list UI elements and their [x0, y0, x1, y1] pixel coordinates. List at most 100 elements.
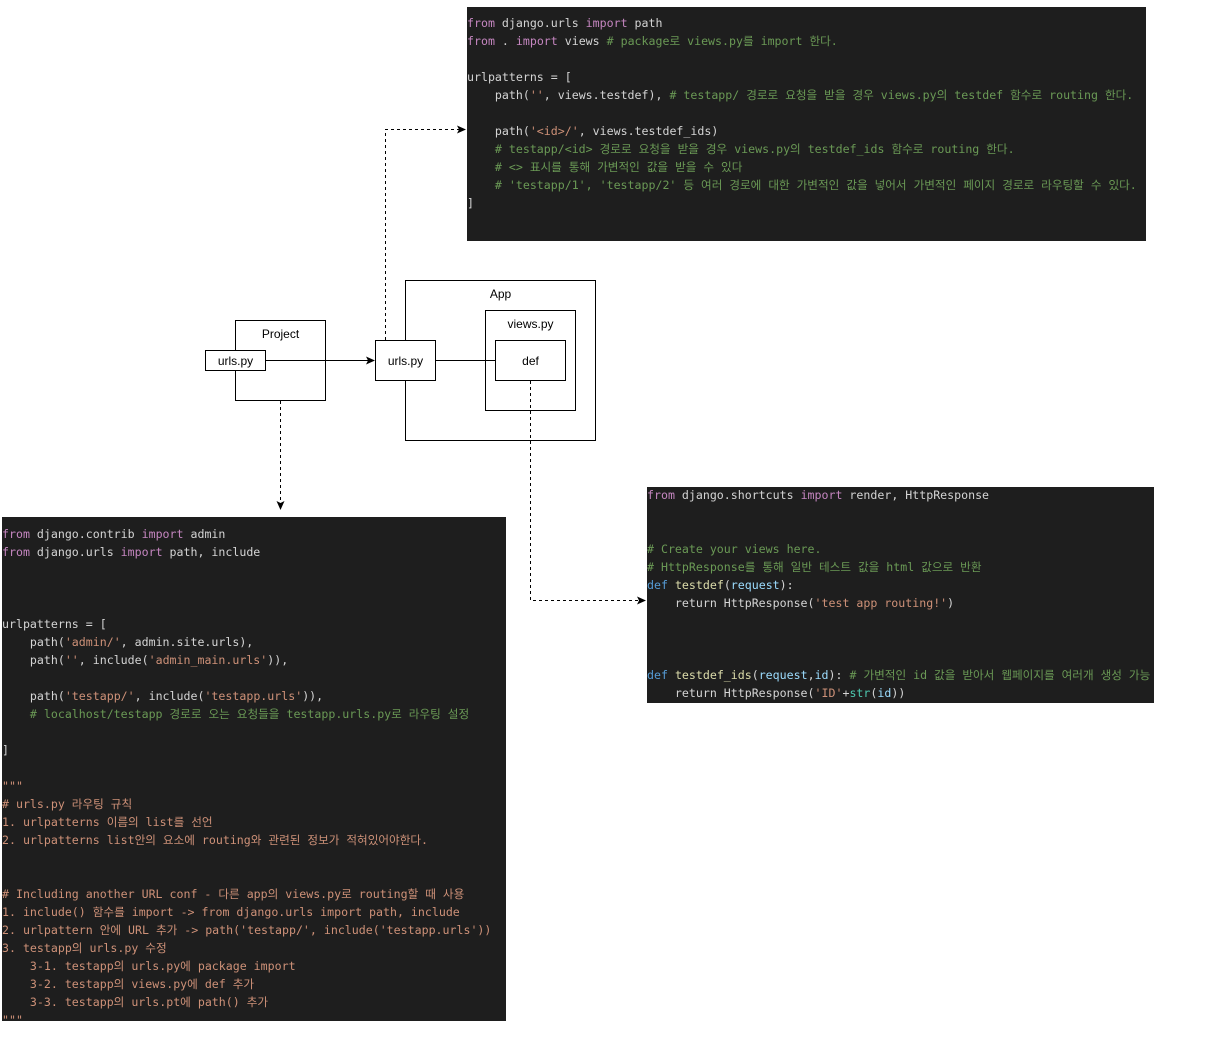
code-line: from django.urls import path, include: [2, 543, 260, 561]
views-label: views.py: [507, 317, 554, 331]
code-line: ]: [467, 194, 474, 212]
code-token: 3-2. testapp의 views.py에 def 추가: [2, 977, 255, 991]
code-line: # Including another URL conf - 다른 app의 v…: [2, 885, 464, 903]
code-token: django.contrib: [29, 527, 142, 541]
code-token: from: [647, 488, 675, 502]
app-urls-box: urls.py: [375, 340, 436, 381]
code-token: , views.testdef),: [543, 88, 670, 102]
code-line: urlpatterns = [: [2, 615, 107, 633]
code-line: 1. urlpatterns 이름의 list를 선언: [2, 813, 213, 831]
code-line: # HttpResponse를 통해 일반 테스트 값을 html 값으로 반환: [647, 558, 982, 576]
code-token: from: [2, 527, 30, 541]
code-token: import: [120, 545, 163, 559]
code-line: """: [2, 777, 23, 795]
code-line: from django.shortcuts import render, Htt…: [647, 487, 989, 504]
code-token: )),: [302, 689, 324, 703]
code-line: return HttpResponse('ID'+str(id)): [647, 684, 905, 702]
code-token: path(: [2, 689, 65, 703]
code-token: import: [141, 527, 184, 541]
code-token: import: [800, 488, 843, 502]
code-token: # 가변적인 id 값을 받아서 웹페이지를 여러개 생성 가능: [849, 668, 1151, 682]
project-urls-box: urls.py: [205, 350, 266, 371]
code-token: ,: [807, 668, 815, 682]
code-token: ):: [828, 668, 850, 682]
code-token: admin: [183, 527, 226, 541]
project-label: Project: [261, 327, 300, 341]
code-token: path(: [467, 88, 530, 102]
code-line: 2. urlpattern 안에 URL 추가 -> path('testapp…: [2, 921, 491, 939]
code-line: from django.contrib import admin: [2, 525, 225, 543]
code-token: 3. testapp의 urls.py 수정: [2, 941, 167, 955]
code-line: # urls.py 라우팅 규칙: [2, 795, 132, 813]
def-label: def: [522, 354, 539, 368]
code-line: """: [2, 1011, 23, 1021]
code-token: """: [2, 1013, 23, 1021]
code-token: ]: [2, 743, 9, 757]
code-line: path('testapp/', include('testapp.urls')…: [2, 687, 323, 705]
code-token: id: [877, 686, 892, 700]
code-token: from: [467, 16, 495, 30]
code-line: from django.urls import path: [467, 14, 662, 32]
code-token: path(: [467, 124, 530, 138]
code-token: urlpatterns = [: [2, 617, 107, 631]
code-line: from . import views # package로 views.py를…: [467, 32, 838, 50]
code-token: return HttpResponse(: [647, 686, 815, 700]
code-line: def testdef_ids(request,id): # 가변적인 id 값…: [647, 666, 1150, 684]
code-line: path('', views.testdef), # testapp/ 경로로 …: [467, 86, 1133, 104]
code-token: 'admin_main.urls': [148, 653, 268, 667]
code-line: # 'testapp/1', 'testapp/2' 등 여러 경로에 대한 가…: [467, 176, 1137, 194]
views-code-block: from django.shortcuts import render, Htt…: [647, 487, 1154, 703]
code-token: # testapp/ 경로로 요청을 받을 경우 views.py의 testd…: [669, 88, 1134, 102]
code-token: str: [849, 686, 871, 700]
code-token: return HttpResponse(: [647, 596, 815, 610]
code-token: 'testapp.urls': [204, 689, 303, 703]
code-token: , admin.site.urls),: [120, 635, 254, 649]
code-token: ): [947, 596, 955, 610]
code-line: 1. include() 함수를 import -> from django.u…: [2, 903, 460, 921]
code-token: # testapp/<id> 경로로 요청을 받을 경우 views.py의 t…: [467, 142, 1015, 156]
code-token: # package로 views.py를 import 한다.: [606, 34, 838, 48]
code-token: 1. urlpatterns 이름의 list를 선언: [2, 815, 213, 829]
code-token: testdef: [674, 578, 724, 592]
code-token: path(: [2, 635, 65, 649]
code-line: 2. urlpatterns list안의 요소에 routing와 관련된 정…: [2, 831, 428, 849]
code-token: 3-1. testapp의 urls.py에 package import: [2, 959, 296, 973]
code-line: 3. testapp의 urls.py 수정: [2, 939, 167, 957]
code-token: path: [627, 16, 663, 30]
project-urls-label: urls.py: [217, 354, 254, 368]
code-token: ):: [779, 578, 794, 592]
code-token: +: [842, 686, 850, 700]
code-token: from: [2, 545, 30, 559]
code-token: django.urls: [494, 16, 586, 30]
code-token: , views.testdef_ids): [578, 124, 719, 138]
code-token: 2. urlpattern 안에 URL 추가 -> path('testapp…: [2, 923, 492, 937]
code-token: , include(: [134, 689, 205, 703]
code-token: def: [647, 578, 668, 592]
code-token: , include(: [78, 653, 149, 667]
app-urls-label: urls.py: [387, 354, 424, 368]
code-token: # 'testapp/1', 'testapp/2' 등 여러 경로에 대한 가…: [467, 178, 1137, 192]
app-label: App: [489, 287, 512, 301]
code-token: )),: [267, 653, 289, 667]
code-token: 1. include() 함수를 import -> from django.u…: [2, 905, 460, 919]
code-token: testdef_ids: [674, 668, 752, 682]
code-line: def testdef(request):: [647, 576, 794, 594]
code-line: 3-3. testapp의 urls.pt에 path() 추가: [2, 993, 268, 1011]
code-token: path(: [2, 653, 65, 667]
code-line: path('<id>/', views.testdef_ids): [467, 122, 718, 140]
code-token: # localhost/testapp 경로로 오는 요청들을 testapp.…: [2, 707, 470, 721]
code-token: # Including another URL conf - 다른 app의 v…: [2, 887, 465, 901]
code-token: id: [814, 668, 829, 682]
code-line: # testapp/<id> 경로로 요청을 받을 경우 views.py의 t…: [467, 140, 1015, 158]
code-token: 'ID': [814, 686, 843, 700]
code-line: 3-2. testapp의 views.py에 def 추가: [2, 975, 254, 993]
code-token: django.urls: [29, 545, 121, 559]
code-token: .: [494, 34, 516, 48]
code-token: import: [585, 16, 628, 30]
code-line: ]: [2, 741, 9, 759]
code-token: render, HttpResponse: [842, 488, 990, 502]
